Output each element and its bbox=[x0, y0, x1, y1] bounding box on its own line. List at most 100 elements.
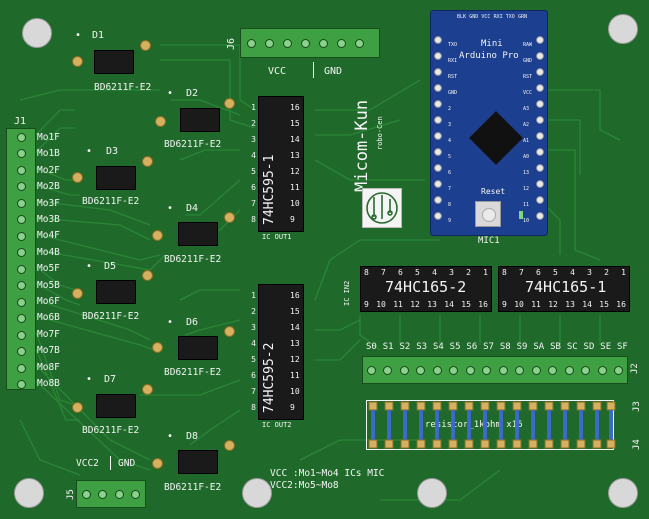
terminal-screw bbox=[283, 39, 292, 48]
terminal-screw bbox=[98, 490, 107, 499]
d6-pad-right bbox=[224, 326, 235, 337]
terminal-screw bbox=[131, 490, 140, 499]
pin-number: 2 bbox=[604, 268, 609, 277]
d5-ref: D5 bbox=[104, 261, 117, 272]
pin-label: GND bbox=[469, 14, 479, 20]
mounting-hole-top-left bbox=[22, 18, 52, 48]
pin-label: BLK bbox=[457, 14, 467, 20]
pin-label: RXI bbox=[448, 58, 458, 64]
pin-number: 5 bbox=[251, 355, 256, 364]
pin-number: 4 bbox=[432, 268, 437, 277]
pin-label: 3 bbox=[448, 122, 452, 128]
terminal-screw bbox=[319, 39, 328, 48]
d1-chip bbox=[94, 50, 134, 74]
pin-label: 4 bbox=[448, 138, 452, 144]
pin-label: A2 bbox=[523, 122, 530, 128]
circuit-logo-icon bbox=[366, 192, 398, 224]
ic-74hc595-1: 74HC595-1 bbox=[258, 96, 304, 232]
pin-label: GND bbox=[448, 90, 458, 96]
j2-pin-label: S4 bbox=[432, 342, 444, 352]
d2-ref: D2 bbox=[186, 88, 199, 99]
ic-74hc595-1-label: 74HC595-1 bbox=[262, 154, 277, 225]
terminal-screw bbox=[17, 149, 26, 158]
j5-ref: J5 bbox=[66, 489, 76, 500]
pin-number: 3 bbox=[251, 323, 256, 332]
pin-number: 6 bbox=[251, 371, 256, 380]
d1-part: BD6211F-E2 bbox=[94, 82, 152, 93]
pin-number: 12 bbox=[290, 167, 300, 176]
j1-pin-labels: Mo1F Mo1B Mo2F Mo2B Mo3F Mo3B Mo4F Mo4B … bbox=[37, 130, 60, 393]
reset-button-cap[interactable] bbox=[482, 208, 496, 222]
pin-label: 7 bbox=[448, 186, 452, 192]
pin-number: 1 bbox=[483, 268, 488, 277]
d2-dot: • bbox=[167, 88, 174, 99]
pin-number: 2 bbox=[251, 307, 256, 316]
resistor-array-label: resistor_1kohm x16 bbox=[425, 420, 523, 430]
pin-number: 11 bbox=[531, 300, 541, 309]
d4-pad-left bbox=[152, 230, 163, 241]
pin-label: A0 bbox=[523, 154, 530, 160]
j1-pin-label: Mo1F bbox=[37, 132, 60, 143]
pin-number: 15 bbox=[461, 300, 471, 309]
pin-number: 16 bbox=[616, 300, 626, 309]
pin-label: RST bbox=[523, 74, 533, 80]
ic-74hc165-2: 74HC165-2 bbox=[360, 266, 492, 312]
terminal-screw bbox=[515, 366, 524, 375]
terminal-screw bbox=[416, 366, 425, 375]
d8-ref: D8 bbox=[186, 431, 199, 442]
pin-number: 15 bbox=[290, 307, 300, 316]
d1-pad-left bbox=[72, 56, 83, 67]
pin-number: 9 bbox=[290, 215, 295, 224]
d6-chip bbox=[178, 336, 218, 360]
d7-chip bbox=[96, 394, 136, 418]
pin-number: 3 bbox=[449, 268, 454, 277]
d5-pad-left bbox=[72, 288, 83, 299]
d1-ref: D1 bbox=[92, 30, 105, 41]
pin-number: 16 bbox=[478, 300, 488, 309]
mounting-hole-bottom-mid-left bbox=[242, 478, 272, 508]
robo-cen-logo: robo-Cen bbox=[376, 116, 384, 150]
arduino-title-1: Mini bbox=[481, 39, 503, 49]
terminal-screw bbox=[337, 39, 346, 48]
d3-pad-right bbox=[142, 156, 153, 167]
pin-number: 10 bbox=[290, 199, 300, 208]
j1-pin-label: Mo3F bbox=[37, 197, 60, 209]
terminal-screw bbox=[565, 366, 574, 375]
d6-ref: D6 bbox=[186, 317, 199, 328]
pin-label: 10 bbox=[523, 218, 530, 224]
terminal-screw bbox=[598, 366, 607, 375]
mounting-hole-bottom-left bbox=[14, 478, 44, 508]
terminal-screw bbox=[301, 39, 310, 48]
d4-dot: • bbox=[167, 203, 174, 214]
pin-number: 7 bbox=[251, 199, 256, 208]
d2-pad-left bbox=[155, 116, 166, 127]
pin-number: 9 bbox=[364, 300, 369, 309]
terminal-screw bbox=[17, 199, 26, 208]
pin-number: 2 bbox=[466, 268, 471, 277]
pin-label: VCC bbox=[481, 14, 491, 20]
pin-number: 9 bbox=[502, 300, 507, 309]
pin-label: A1 bbox=[523, 138, 530, 144]
d7-pad-left bbox=[72, 402, 83, 413]
ic-out1-ref: IC OUT1 bbox=[262, 233, 292, 241]
j2-pin-label: SC bbox=[566, 342, 578, 352]
pin-number: 2 bbox=[251, 119, 256, 128]
j2-pin-label: S9 bbox=[516, 342, 528, 352]
pin-number: 8 bbox=[364, 268, 369, 277]
pin-number: 5 bbox=[553, 268, 558, 277]
j1-pin-label: Mo2B bbox=[37, 181, 60, 193]
terminal-screw bbox=[115, 490, 124, 499]
pin-number: 11 bbox=[393, 300, 403, 309]
pin-number: 16 bbox=[290, 103, 300, 112]
d4-chip bbox=[178, 222, 218, 246]
reset-button[interactable] bbox=[475, 201, 501, 227]
pin-label: RST bbox=[448, 74, 458, 80]
terminal-screw bbox=[247, 39, 256, 48]
d3-pad-left bbox=[72, 172, 83, 183]
power-note-2: VCC2:Mo5~Mo8 bbox=[270, 480, 339, 491]
terminal-screw bbox=[17, 364, 26, 373]
